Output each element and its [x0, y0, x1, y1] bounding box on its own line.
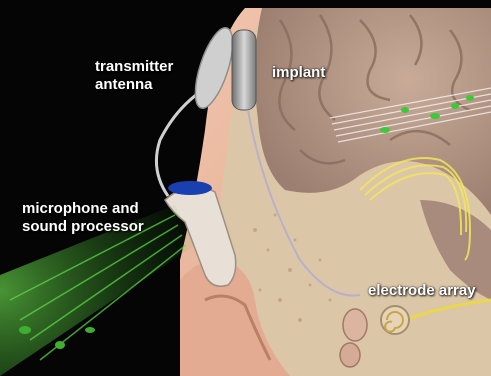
label-transmitter-line2: antenna: [95, 76, 173, 94]
label-electrode-array: electrode array: [368, 282, 476, 300]
label-microphone-sound-processor: microphone and sound processor: [22, 200, 144, 236]
internal-implant: [232, 30, 256, 110]
processor-blue-ring: [168, 181, 212, 195]
label-implant: implant: [272, 64, 325, 82]
label-microphone-line1: microphone and: [22, 200, 144, 218]
label-transmitter-line1: transmitter: [95, 58, 173, 76]
label-transmitter-antenna: transmitter antenna: [95, 58, 173, 94]
label-microphone-line2: sound processor: [22, 218, 144, 236]
